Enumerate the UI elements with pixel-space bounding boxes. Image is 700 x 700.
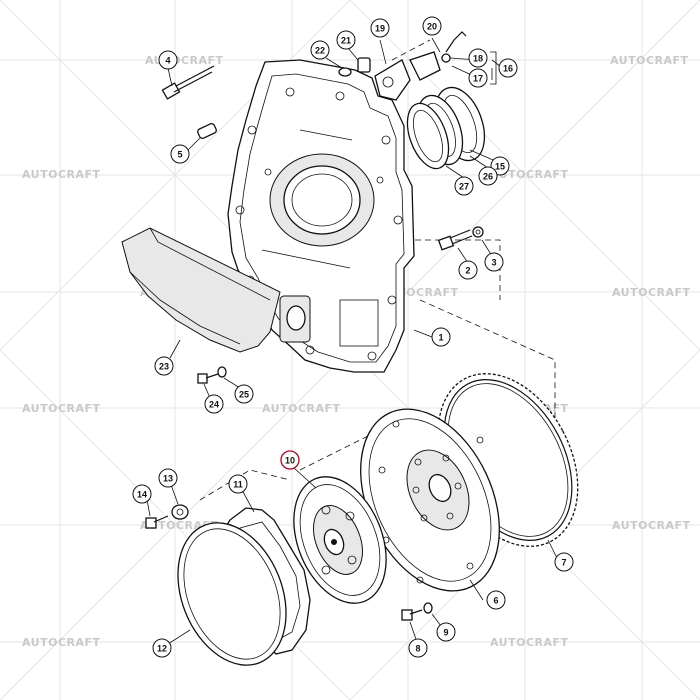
watermark-text: AUTOCRAFT [262,402,341,415]
svg-text:14: 14 [137,490,147,500]
callout-12: 12 [152,638,172,658]
watermark-text: AUTOCRAFT [490,168,569,181]
svg-text:26: 26 [483,172,493,182]
callout-13: 13 [158,468,178,488]
callout-1: 1 [431,327,451,347]
svg-text:21: 21 [341,36,351,46]
svg-text:10: 10 [285,456,295,466]
svg-text:11: 11 [233,480,243,490]
housing-bolts [161,65,484,251]
svg-text:25: 25 [239,390,249,400]
callout-27: 27 [454,176,474,196]
watermark-text: AUTOCRAFT [22,168,101,181]
watermark-text: AUTOCRAFT [612,519,691,532]
callout-2: 2 [458,260,478,280]
callout-26: 26 [478,166,498,186]
svg-text:8: 8 [415,644,420,654]
callout-9: 9 [436,622,456,642]
svg-text:6: 6 [493,596,498,606]
svg-text:5: 5 [177,150,182,160]
svg-text:1: 1 [438,333,443,343]
svg-text:23: 23 [159,362,169,372]
callout-8: 8 [408,638,428,658]
cover-bolts [197,366,227,384]
svg-text:20: 20 [427,22,437,32]
callout-22: 22 [310,40,330,60]
watermark-text: AUTOCRAFT [612,286,691,299]
svg-text:19: 19 [375,24,385,34]
rear-seal-group [406,86,486,170]
svg-text:2: 2 [465,266,470,276]
watermark-text: AUTOCRAFT [145,54,224,67]
callout-21: 21 [336,30,356,50]
callout-7: 7 [554,552,574,572]
flywheel [360,408,500,592]
callout-24: 24 [204,394,224,414]
svg-text:7: 7 [561,558,566,568]
cover-plate [121,227,281,353]
callout-11: 11 [228,474,248,494]
callout-23: 23 [154,356,174,376]
svg-text:17: 17 [473,74,483,84]
callout-18: 18 [468,48,488,68]
callouts: 1 2 3 4 5 6 7 8 9 10 11 12 13 14 15 16 1… [132,16,574,658]
callout-16: 16 [498,58,518,78]
retaining-ring [177,522,287,666]
callout-3: 3 [484,252,504,272]
group-bracket [490,51,497,85]
svg-text:22: 22 [315,46,325,56]
svg-text:3: 3 [491,258,496,268]
flywheel-bolts [401,602,433,621]
callout-20: 20 [422,16,442,36]
callout-5: 5 [170,144,190,164]
svg-text:9: 9 [443,628,448,638]
svg-text:15: 15 [495,162,505,172]
watermark-text: AUTOCRAFT [22,636,101,649]
callout-6: 6 [486,590,506,610]
breather-assembly [338,31,467,101]
callout-14: 14 [132,484,152,504]
svg-text:4: 4 [165,56,170,66]
clutch-disc [293,476,387,604]
callout-4: 4 [158,50,178,70]
watermark-labels: AUTOCRAFT AUTOCRAFT AUTOCRAFT AUTOCRAFT … [22,54,691,649]
svg-text:13: 13 [163,474,173,484]
watermark-text: AUTOCRAFT [490,636,569,649]
disc-bolts [145,504,189,529]
watermark-text: AUTOCRAFT [22,402,101,415]
svg-text:12: 12 [157,644,167,654]
callout-10: 10 [280,450,300,470]
callout-17: 17 [468,68,488,88]
callout-19: 19 [370,18,390,38]
svg-text:16: 16 [503,64,513,74]
svg-text:18: 18 [473,54,483,64]
svg-text:27: 27 [459,182,469,192]
callout-25: 25 [234,384,254,404]
watermark-text: AUTOCRAFT [610,54,689,67]
svg-text:24: 24 [209,400,219,410]
